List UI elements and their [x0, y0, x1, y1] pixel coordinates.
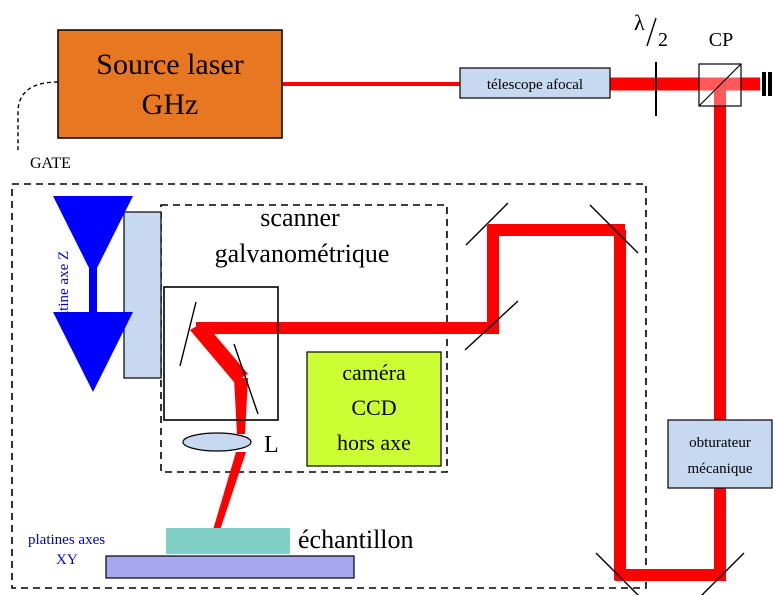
lambda-symbol: λ	[634, 10, 645, 35]
xy-stage-label-line2: XY	[56, 552, 78, 568]
camera-label-line3: hors axe	[337, 430, 411, 455]
scanner-label-line1: scanner	[260, 203, 340, 232]
z-stage-block	[123, 211, 162, 379]
source-label-line2: GHz	[142, 88, 199, 121]
fraction-slash	[646, 17, 657, 47]
ccd-camera-box	[306, 351, 442, 467]
shutter-label-line1: obturateur	[689, 435, 751, 451]
source-label-line1: Source laser	[96, 48, 243, 81]
beam-dump-icon	[762, 72, 772, 96]
laser-beam-path	[190, 77, 760, 581]
microscope-enclosure	[11, 183, 647, 589]
polarizing-cube	[698, 63, 742, 107]
galvo-mirror-1	[179, 301, 197, 367]
z-stage-label: platine axe Z	[56, 251, 72, 329]
camera-label-line2: CCD	[351, 395, 396, 420]
sample-label: échantillon	[298, 525, 414, 554]
galvo-mirror-box	[163, 286, 279, 421]
fold-mirrors	[464, 202, 745, 595]
objective-lens	[182, 432, 252, 452]
telescope-box	[459, 67, 611, 99]
shutter-label-line2: mécanique	[688, 461, 753, 477]
lambda-denominator: 2	[658, 29, 668, 51]
camera-label-line1: caméra	[342, 360, 406, 385]
telescope-label: télescope afocal	[487, 77, 583, 93]
galvo-mirror-2	[233, 343, 259, 415]
shutter-box	[667, 419, 773, 489]
lens-label: L	[264, 432, 279, 458]
cp-label: CP	[709, 29, 733, 51]
sample-block	[166, 528, 290, 554]
xy-stage-block	[105, 555, 355, 579]
gate-label: GATE	[30, 155, 71, 172]
laser-source-box	[57, 29, 283, 139]
gate-cable	[17, 81, 59, 150]
scanner-label-line2: galvanométrique	[215, 239, 390, 268]
xy-stage-label-line1: platines axes	[28, 532, 105, 548]
